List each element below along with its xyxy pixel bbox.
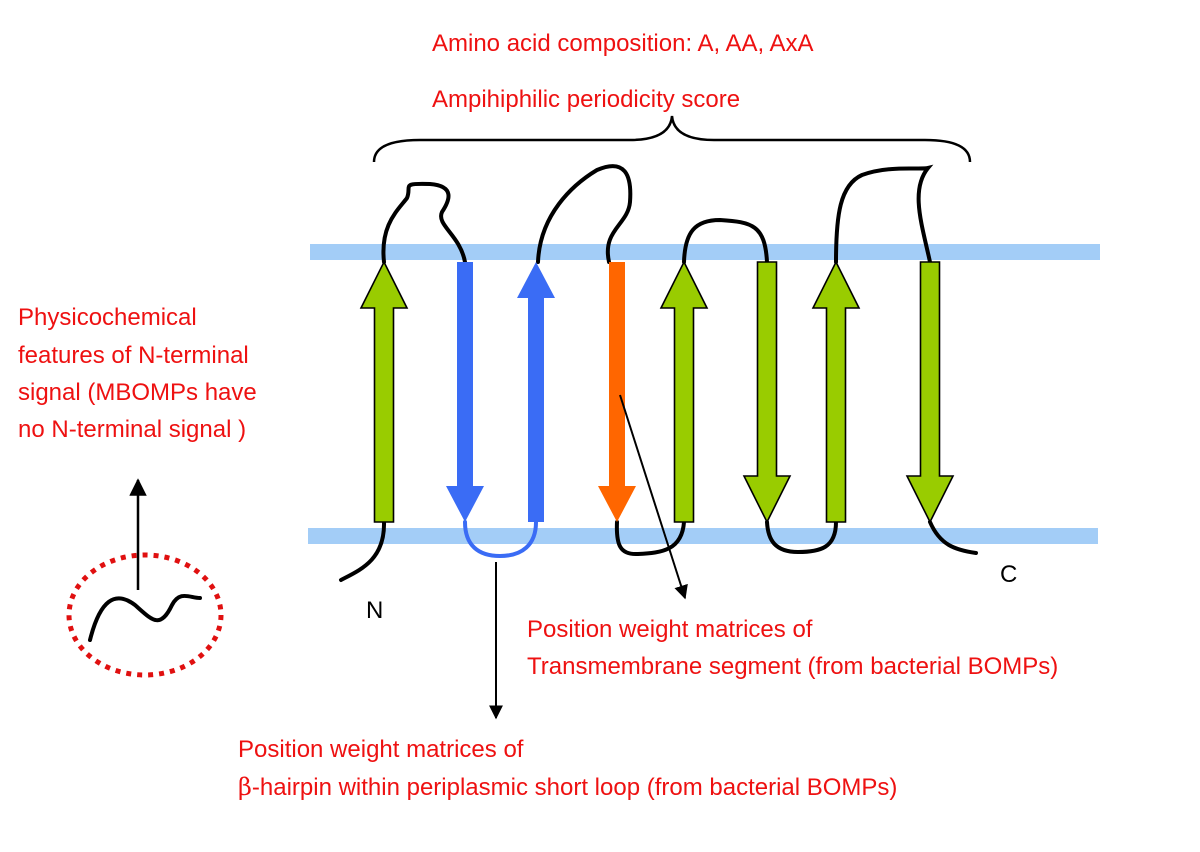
transmembrane-callout-arrow (619, 394, 688, 600)
extracellular-loop-2 (536, 164, 633, 264)
physicochemical-line-2: features of N-terminal (18, 342, 249, 369)
physicochemical-line-4: no N-terminal signal ) (18, 416, 246, 443)
periplasmic-loop-1 (614, 520, 686, 557)
strand-1-arrow (359, 260, 409, 523)
n-terminal-tail (339, 520, 387, 582)
pwm-transmembrane-line-2: Transmembrane segment (from bacterial BO… (527, 653, 1058, 680)
strand-5-arrow (659, 260, 709, 523)
extracellular-loop-3 (682, 217, 769, 264)
strand-3-arrow (517, 262, 555, 522)
physicochemical-label: Physicochemical features of N-terminal s… (18, 304, 263, 443)
pwm-hairpin-label-line-1: Position weight matrices of (238, 736, 524, 763)
periodicity-label: Ampihiphilic periodicity score (432, 86, 740, 113)
hairpin-loop (463, 520, 538, 559)
strand-4-arrow (598, 262, 636, 522)
extracellular-loop-4 (834, 164, 934, 264)
pwm-transmembrane-line-1: Position weight matrices of (527, 616, 813, 643)
periplasmic-loop-2 (765, 520, 838, 555)
extracellular-loop-1 (381, 181, 467, 264)
physicochemical-line-3: signal (MBOMPs have (18, 379, 257, 406)
inner-membrane-line (308, 528, 1098, 544)
pwm-transmembrane-label: Position weight matrices of Transmembran… (527, 616, 1058, 680)
strand-6-arrow (742, 261, 792, 524)
strand-7-arrow (811, 260, 861, 523)
composition-label: Amino acid composition: A, AA, AxA (432, 30, 814, 57)
physicochemical-line-1: Physicochemical (18, 304, 197, 331)
c-terminal-tail (928, 520, 978, 555)
n-terminus-label: N (366, 597, 383, 624)
curly-brace (372, 115, 972, 163)
strand-8-arrow (905, 261, 955, 524)
signal-peptide-squiggle (88, 593, 202, 642)
signal-ellipse (66, 552, 224, 678)
pwm-hairpin-label-line-2: β-hairpin within periplasmic short loop … (238, 773, 897, 801)
c-terminus-label: C (1000, 561, 1017, 588)
strand-2-arrow (446, 262, 484, 522)
outer-membrane-line (310, 244, 1100, 260)
beta-symbol: β (238, 773, 252, 801)
strands-layer (359, 260, 955, 524)
pwm-hairpin-text: -hairpin within periplasmic short loop (… (252, 774, 898, 801)
